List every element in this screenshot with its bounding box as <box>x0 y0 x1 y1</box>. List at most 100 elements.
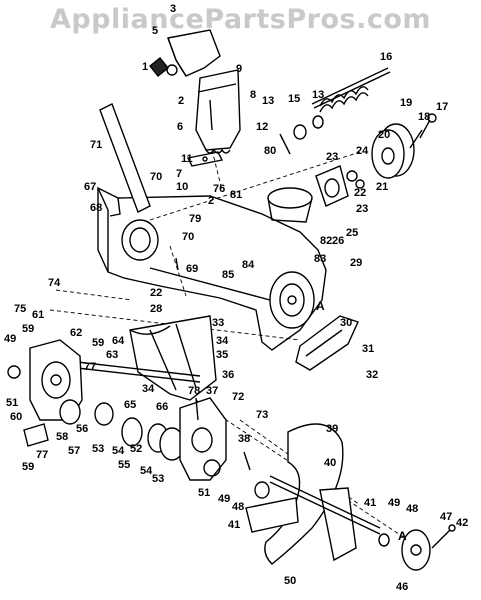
label-13b: 13 <box>312 89 324 101</box>
label-84: 84 <box>242 259 255 271</box>
label-13: 13 <box>262 95 274 107</box>
label-68: 68 <box>90 202 102 214</box>
chute-crank-knob <box>149 57 178 77</box>
label-49b: 49 <box>218 493 230 505</box>
marker-A-flange: A <box>398 529 407 543</box>
label-36: 36 <box>222 369 234 381</box>
label-52: 52 <box>130 443 142 455</box>
label-49: 49 <box>4 333 16 345</box>
label-63: 63 <box>106 349 118 361</box>
label-54: 54 <box>112 445 125 457</box>
label-73: 73 <box>256 409 268 421</box>
label-46: 46 <box>396 581 408 593</box>
label-71: 71 <box>90 139 102 151</box>
label-82: 82 <box>320 235 332 247</box>
label-55: 55 <box>118 459 130 471</box>
belt-cover-30 <box>295 315 359 371</box>
label-22: 22 <box>354 187 366 199</box>
label-26: 26 <box>332 235 344 247</box>
label-48: 48 <box>232 501 244 513</box>
label-67: 67 <box>84 181 96 193</box>
label-3: 3 <box>170 3 176 15</box>
label-16: 16 <box>380 51 392 63</box>
label-65: 65 <box>124 399 136 411</box>
skid-bar-71 <box>99 103 151 213</box>
label-79: 79 <box>189 213 201 225</box>
label-23: 23 <box>326 151 338 163</box>
label-11: 11 <box>181 153 193 165</box>
watermark: AppliancePartsPros.com <box>49 4 432 35</box>
label-78: 78 <box>188 385 200 397</box>
label-31: 31 <box>362 343 374 355</box>
drive-pulley <box>371 123 415 179</box>
label-12: 12 <box>256 121 268 133</box>
label-53: 53 <box>92 443 104 455</box>
label-5: 5 <box>152 25 158 37</box>
label-85: 85 <box>222 269 234 281</box>
label-34: 34 <box>216 335 229 347</box>
label-35: 35 <box>216 349 228 361</box>
label-20: 20 <box>378 129 390 141</box>
label-24: 24 <box>356 145 369 157</box>
label-23b: 23 <box>356 203 368 215</box>
label-60: 60 <box>10 411 22 423</box>
label-39: 39 <box>326 423 338 435</box>
label-56: 56 <box>76 423 88 435</box>
label-29: 29 <box>350 257 362 269</box>
label-74: 74 <box>48 277 61 289</box>
label-62: 62 <box>70 327 82 339</box>
label-69: 69 <box>186 263 198 275</box>
marker-A-housing: A <box>316 299 325 313</box>
label-10: 10 <box>176 181 188 193</box>
label-7: 7 <box>176 168 182 180</box>
auger-impeller-right <box>245 423 381 565</box>
label-61: 61 <box>32 309 44 321</box>
label-59c: 59 <box>22 461 34 473</box>
bearing-flange-right <box>254 481 431 571</box>
label-49c: 49 <box>388 497 400 509</box>
label-76: 76 <box>213 183 225 195</box>
label-48b: 48 <box>406 503 418 515</box>
label-15: 15 <box>288 93 300 105</box>
label-22b: 22 <box>150 287 162 299</box>
label-64: 64 <box>112 335 125 347</box>
label-59: 59 <box>22 323 34 335</box>
bolt-42-47 <box>431 524 456 549</box>
label-51b: 51 <box>198 487 210 499</box>
label-75: 75 <box>14 303 26 315</box>
label-2: 2 <box>178 95 184 107</box>
label-17: 17 <box>436 101 448 113</box>
label-1: 1 <box>142 61 148 73</box>
label-32: 32 <box>366 369 378 381</box>
bearing-13 <box>293 115 324 140</box>
label-41: 41 <box>228 519 240 531</box>
bearing-housing <box>315 165 365 207</box>
label-8: 8 <box>250 89 256 101</box>
label-70b: 70 <box>182 231 194 243</box>
gearbox-37 <box>179 397 227 481</box>
label-2b: 2 <box>208 195 214 207</box>
label-41b: 41 <box>364 497 376 509</box>
label-19: 19 <box>400 97 412 109</box>
label-77b: 77 <box>36 449 48 461</box>
label-42: 42 <box>456 517 468 529</box>
label-37: 37 <box>206 385 218 397</box>
label-54b: 54 <box>140 465 153 477</box>
label-72: 72 <box>232 391 244 403</box>
housing-left-side <box>121 219 159 261</box>
label-33: 33 <box>212 317 224 329</box>
label-70: 70 <box>150 171 162 183</box>
label-47: 47 <box>440 511 452 523</box>
label-57: 57 <box>68 445 80 457</box>
label-59b: 59 <box>92 337 104 349</box>
label-51: 51 <box>6 397 18 409</box>
label-80: 80 <box>264 145 276 157</box>
part-labels: 3 5 1 2 9 8 6 11 7 10 76 2 81 71 67 68 7… <box>4 3 468 593</box>
bolt-17-18 <box>409 113 437 149</box>
auger-gear-set-left <box>59 399 185 461</box>
label-50: 50 <box>284 575 296 587</box>
shear-pins <box>175 257 251 471</box>
drive-shaft <box>311 67 391 109</box>
label-6: 6 <box>177 121 183 133</box>
